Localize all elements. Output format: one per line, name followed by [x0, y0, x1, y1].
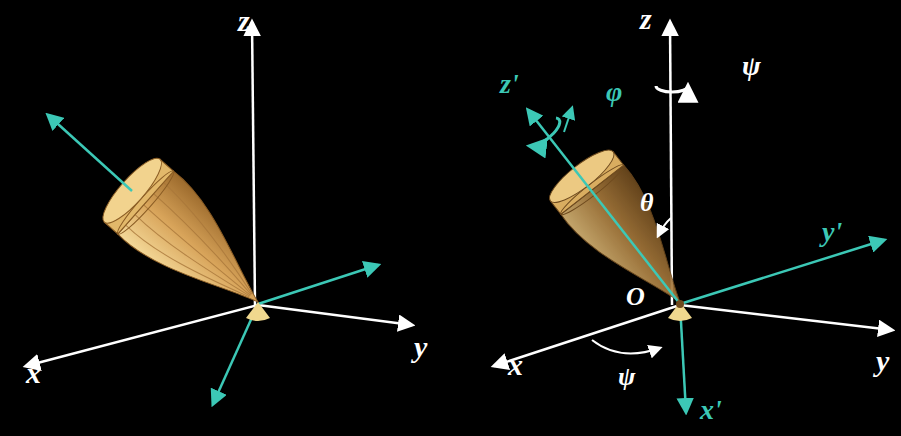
- axis-label: z': [500, 70, 519, 98]
- theta-arc: [658, 218, 671, 236]
- right-axes: [494, 22, 892, 366]
- axis-label: θ: [640, 190, 654, 216]
- axis-label: y: [876, 346, 889, 376]
- left-spinning-top: [95, 151, 286, 334]
- axis-label: x: [508, 350, 523, 380]
- axis-label: x': [700, 396, 722, 424]
- left-axes: [26, 22, 412, 366]
- axis-label: O: [626, 284, 645, 310]
- origin-dot: [676, 300, 684, 308]
- phi-arrow: [564, 108, 572, 132]
- axis-label: ψ: [742, 52, 761, 80]
- phi-arc: [530, 118, 560, 146]
- axis-label: φ: [606, 78, 622, 106]
- axis-label: x: [26, 358, 41, 388]
- psi-top-arc: [656, 86, 688, 92]
- left-pivot: [246, 302, 270, 321]
- right-spinning-top: [543, 142, 712, 326]
- axis-label: z: [238, 6, 250, 36]
- axis-label: ψ: [618, 364, 635, 390]
- axis-label: y: [414, 332, 427, 362]
- axis-label: y': [822, 218, 842, 246]
- psi-bottom-arc: [592, 340, 660, 353]
- axis-label: z: [640, 4, 652, 34]
- right-body-axes: [528, 110, 884, 412]
- left-symmetry-axis: [48, 115, 132, 191]
